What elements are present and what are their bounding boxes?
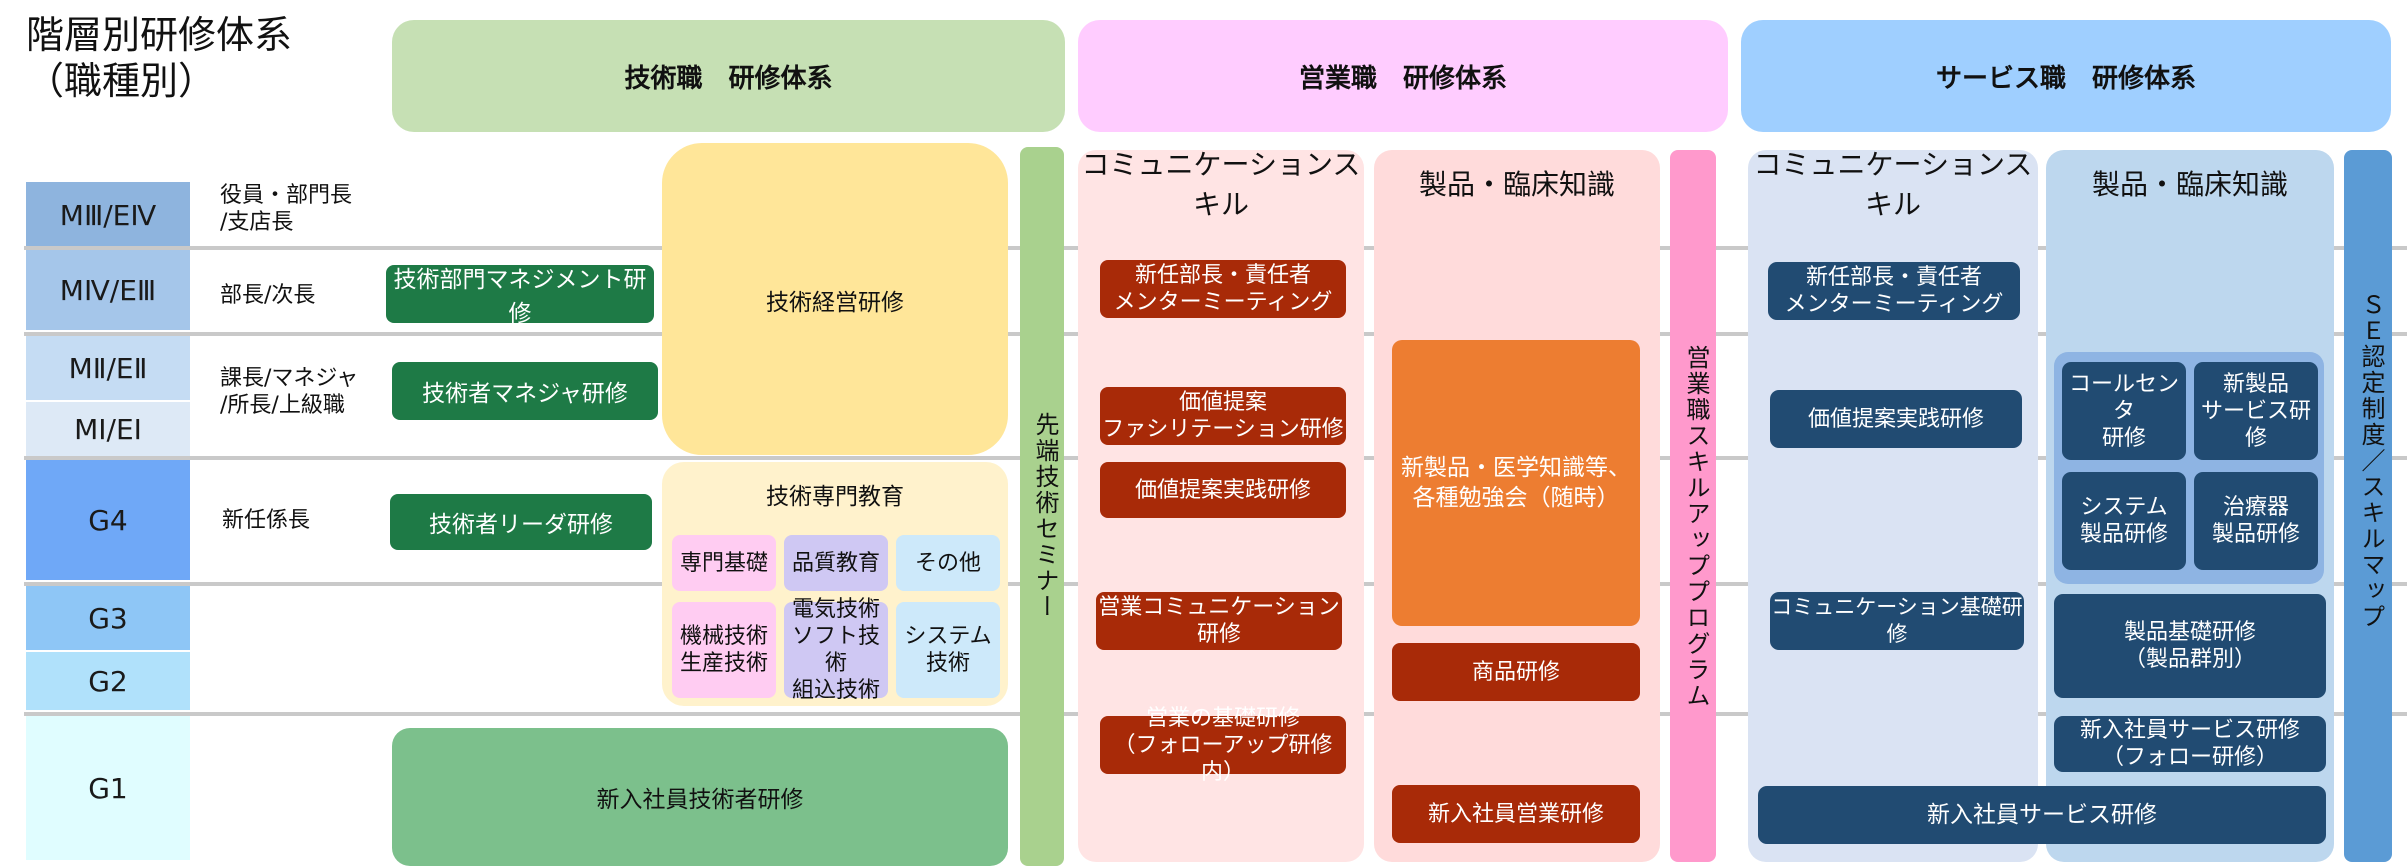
- service-comm-panel: [1748, 150, 2038, 862]
- tech-manager-training[interactable]: 技術者マネジャ研修: [392, 362, 658, 420]
- rank-code: G4: [88, 503, 128, 537]
- sales-newhire-training[interactable]: 新入社員営業研修: [1392, 785, 1640, 843]
- service-callcenter-training[interactable]: コールセンタ 研修: [2062, 362, 2186, 460]
- rank-g2: G2: [26, 652, 190, 710]
- service-system-training[interactable]: システム 製品研修: [2062, 472, 2186, 570]
- rank-m3e4: MⅢ/EⅣ: [26, 182, 190, 248]
- rank-desc-m3e4: 役員・部門長 /支店長: [220, 183, 353, 235]
- sales-mentor-meeting[interactable]: 新任部長・責任者 メンターミーティング: [1100, 260, 1346, 318]
- tech-specialty-quality[interactable]: 品質教育: [784, 535, 888, 591]
- rank-desc-g4: 新任係長: [222, 508, 311, 533]
- sales-value-facilitation[interactable]: 価値提案 ファシリテーション研修: [1100, 387, 1346, 445]
- tech-newhire-training[interactable]: 新入社員技術者研修: [392, 728, 1008, 866]
- service-comm-basic[interactable]: コミュニケーション基礎研修: [1770, 592, 2024, 650]
- service-comm-title: コミュニケーションスキル: [1753, 148, 2033, 221]
- se-cert-bar[interactable]: [2344, 150, 2392, 862]
- rank-desc-m2e2: 課長/マネジャ /所長/上級職: [220, 366, 359, 418]
- sales-program-label: 営業職スキルアッププログラム: [1682, 345, 1710, 709]
- rank-code: G3: [88, 601, 128, 635]
- service-newhire-training[interactable]: 新入社員サービス研修: [1758, 786, 2326, 844]
- sales-product-training[interactable]: 商品研修: [1392, 643, 1640, 701]
- tech-specialty-electrical[interactable]: 電気技術 ソフト技術 組込技術: [784, 597, 888, 703]
- rank-code: MⅠ/EⅠ: [74, 412, 142, 446]
- sales-basic-training[interactable]: 営業の基礎研修 （フォローアップ研修内）: [1100, 706, 1346, 785]
- service-value-practice[interactable]: 価値提案実践研修: [1770, 390, 2022, 448]
- service-product-basic[interactable]: 製品基礎研修 （製品群別）: [2054, 594, 2326, 698]
- tech-leader-training[interactable]: 技術者リーダ研修: [390, 494, 652, 550]
- sales-comm-training[interactable]: 営業コミュニケーション 研修: [1096, 592, 1342, 650]
- service-header: サービス職 研修体系: [1741, 20, 2391, 132]
- tech-specialty-mechanical[interactable]: 機械技術 生産技術: [672, 602, 776, 698]
- rank-code: MⅣ/EⅢ: [59, 273, 157, 307]
- rank-g4: G4: [26, 460, 190, 580]
- rank-m1e1: MⅠ/EⅠ: [26, 402, 190, 456]
- rank-desc-m4e3: 部長/次長: [220, 283, 316, 308]
- tech-dept-mgmt-training[interactable]: 技術部門マネジメント研修: [386, 265, 654, 327]
- rank-g3: G3: [26, 586, 190, 650]
- sales-comm-title: コミュニケーションスキル: [1081, 148, 1361, 221]
- rank-code: G1: [88, 771, 128, 805]
- tech-executive-area: [662, 143, 1008, 455]
- sales-product-title: 製品・臨床知識: [1418, 168, 1615, 201]
- service-product-title: 製品・臨床知識: [2091, 168, 2288, 201]
- page-title-line2: （職種別）: [26, 59, 217, 103]
- tech-specialty-title: 技術専門教育: [766, 484, 904, 510]
- service-mentor-meeting[interactable]: 新任部長・責任者 メンターミーティング: [1768, 262, 2020, 320]
- sales-product-study[interactable]: 新製品・医学知識等、 各種勉強会（随時）: [1392, 340, 1640, 626]
- tech-specialty-basic[interactable]: 専門基礎: [672, 535, 776, 591]
- rank-m4e3: MⅣ/EⅢ: [26, 250, 190, 330]
- page-title-line1: 階層別研修体系: [26, 13, 293, 57]
- page-title: 階層別研修体系 （職種別）: [26, 12, 292, 104]
- rank-m2e2: MⅡ/EⅡ: [26, 336, 190, 400]
- tech-specialty-system[interactable]: システム 技術: [896, 602, 1000, 698]
- rank-g1: G1: [26, 716, 190, 860]
- tech-seminar-bar[interactable]: [1020, 147, 1064, 866]
- tech-seminar-label: 先端技術セミナー: [1031, 412, 1059, 620]
- se-cert-label: ＳＥ認定制度／スキルマップ: [2357, 292, 2385, 630]
- rank-code: G2: [88, 664, 128, 698]
- service-newhire-follow[interactable]: 新入社員サービス研修 （フォロー研修）: [2054, 716, 2326, 772]
- sales-header: 営業職 研修体系: [1078, 20, 1728, 132]
- tech-specialty-other[interactable]: その他: [896, 535, 1000, 591]
- rank-code: MⅡ/EⅡ: [68, 351, 148, 385]
- sales-program-bar[interactable]: [1670, 150, 1716, 862]
- tech-executive-training[interactable]: 技術経営研修: [766, 290, 904, 316]
- service-treatment-training[interactable]: 治療器 製品研修: [2194, 472, 2318, 570]
- rank-code: MⅢ/EⅣ: [59, 198, 157, 232]
- sales-value-practice[interactable]: 価値提案実践研修: [1100, 462, 1346, 518]
- service-newproduct-training[interactable]: 新製品 サービス研修: [2194, 362, 2318, 460]
- tech-header: 技術職 研修体系: [392, 20, 1065, 132]
